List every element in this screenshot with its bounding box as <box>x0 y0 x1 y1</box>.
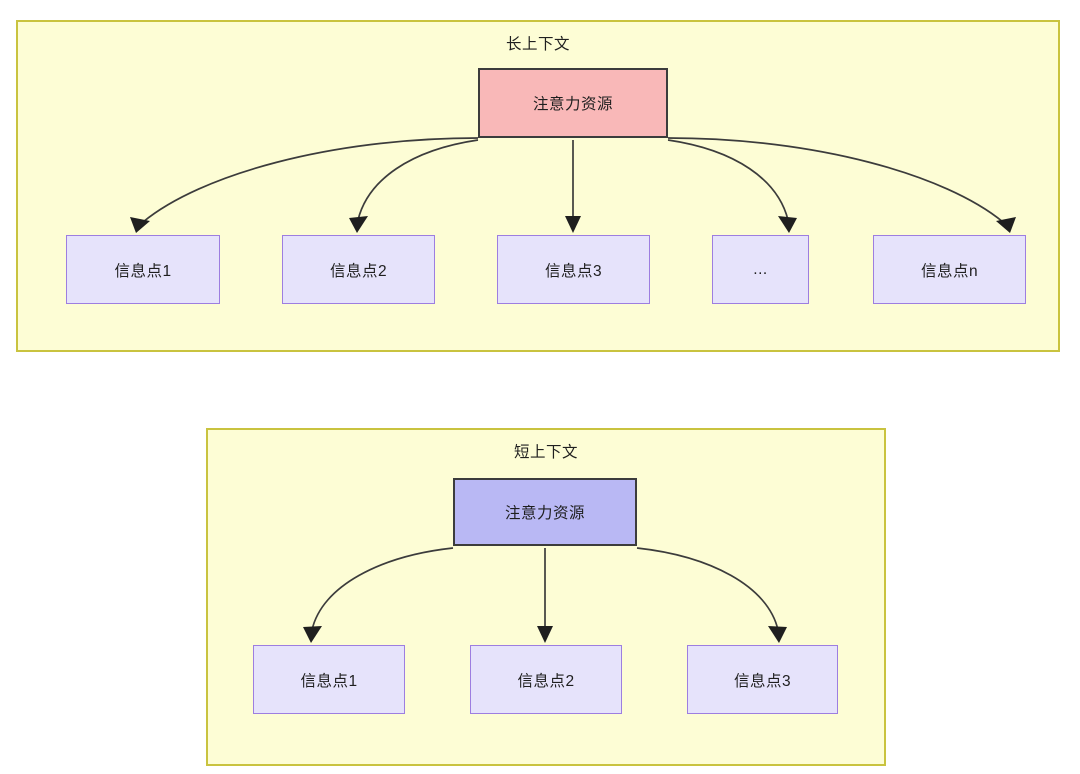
info-node-short-2[interactable]: 信息点2 <box>470 645 622 714</box>
info-node-long-1[interactable]: 信息点1 <box>66 235 220 304</box>
info-node-label: 信息点1 <box>300 672 358 690</box>
info-node-short-1[interactable]: 信息点1 <box>253 645 405 714</box>
info-node-label: 信息点2 <box>517 672 575 690</box>
attention-resource-node-short[interactable]: 注意力资源 <box>453 478 637 546</box>
info-node-short-3[interactable]: 信息点3 <box>687 645 838 714</box>
info-node-long-ellipsis[interactable]: ... <box>712 235 809 304</box>
info-node-label: 信息点2 <box>329 262 388 280</box>
info-node-label: 信息点1 <box>114 262 172 280</box>
attention-resource-label-short: 注意力资源 <box>504 505 585 522</box>
attention-resource-node-long[interactable]: 注意力资源 <box>478 68 668 138</box>
info-node-label: ... <box>753 260 768 278</box>
info-node-long-n[interactable]: 信息点n <box>873 235 1026 304</box>
info-node-label: 信息点3 <box>544 262 603 280</box>
info-node-long-2[interactable]: 信息点2 <box>282 235 435 304</box>
info-node-long-3[interactable]: 信息点3 <box>497 235 650 304</box>
attention-resource-label-long: 注意力资源 <box>532 96 613 113</box>
panel-long-context-title: 长上下文 <box>505 36 570 53</box>
info-node-label: 信息点n <box>920 262 979 280</box>
info-node-label: 信息点3 <box>733 672 792 690</box>
panel-short-context-title: 短上下文 <box>513 444 578 461</box>
